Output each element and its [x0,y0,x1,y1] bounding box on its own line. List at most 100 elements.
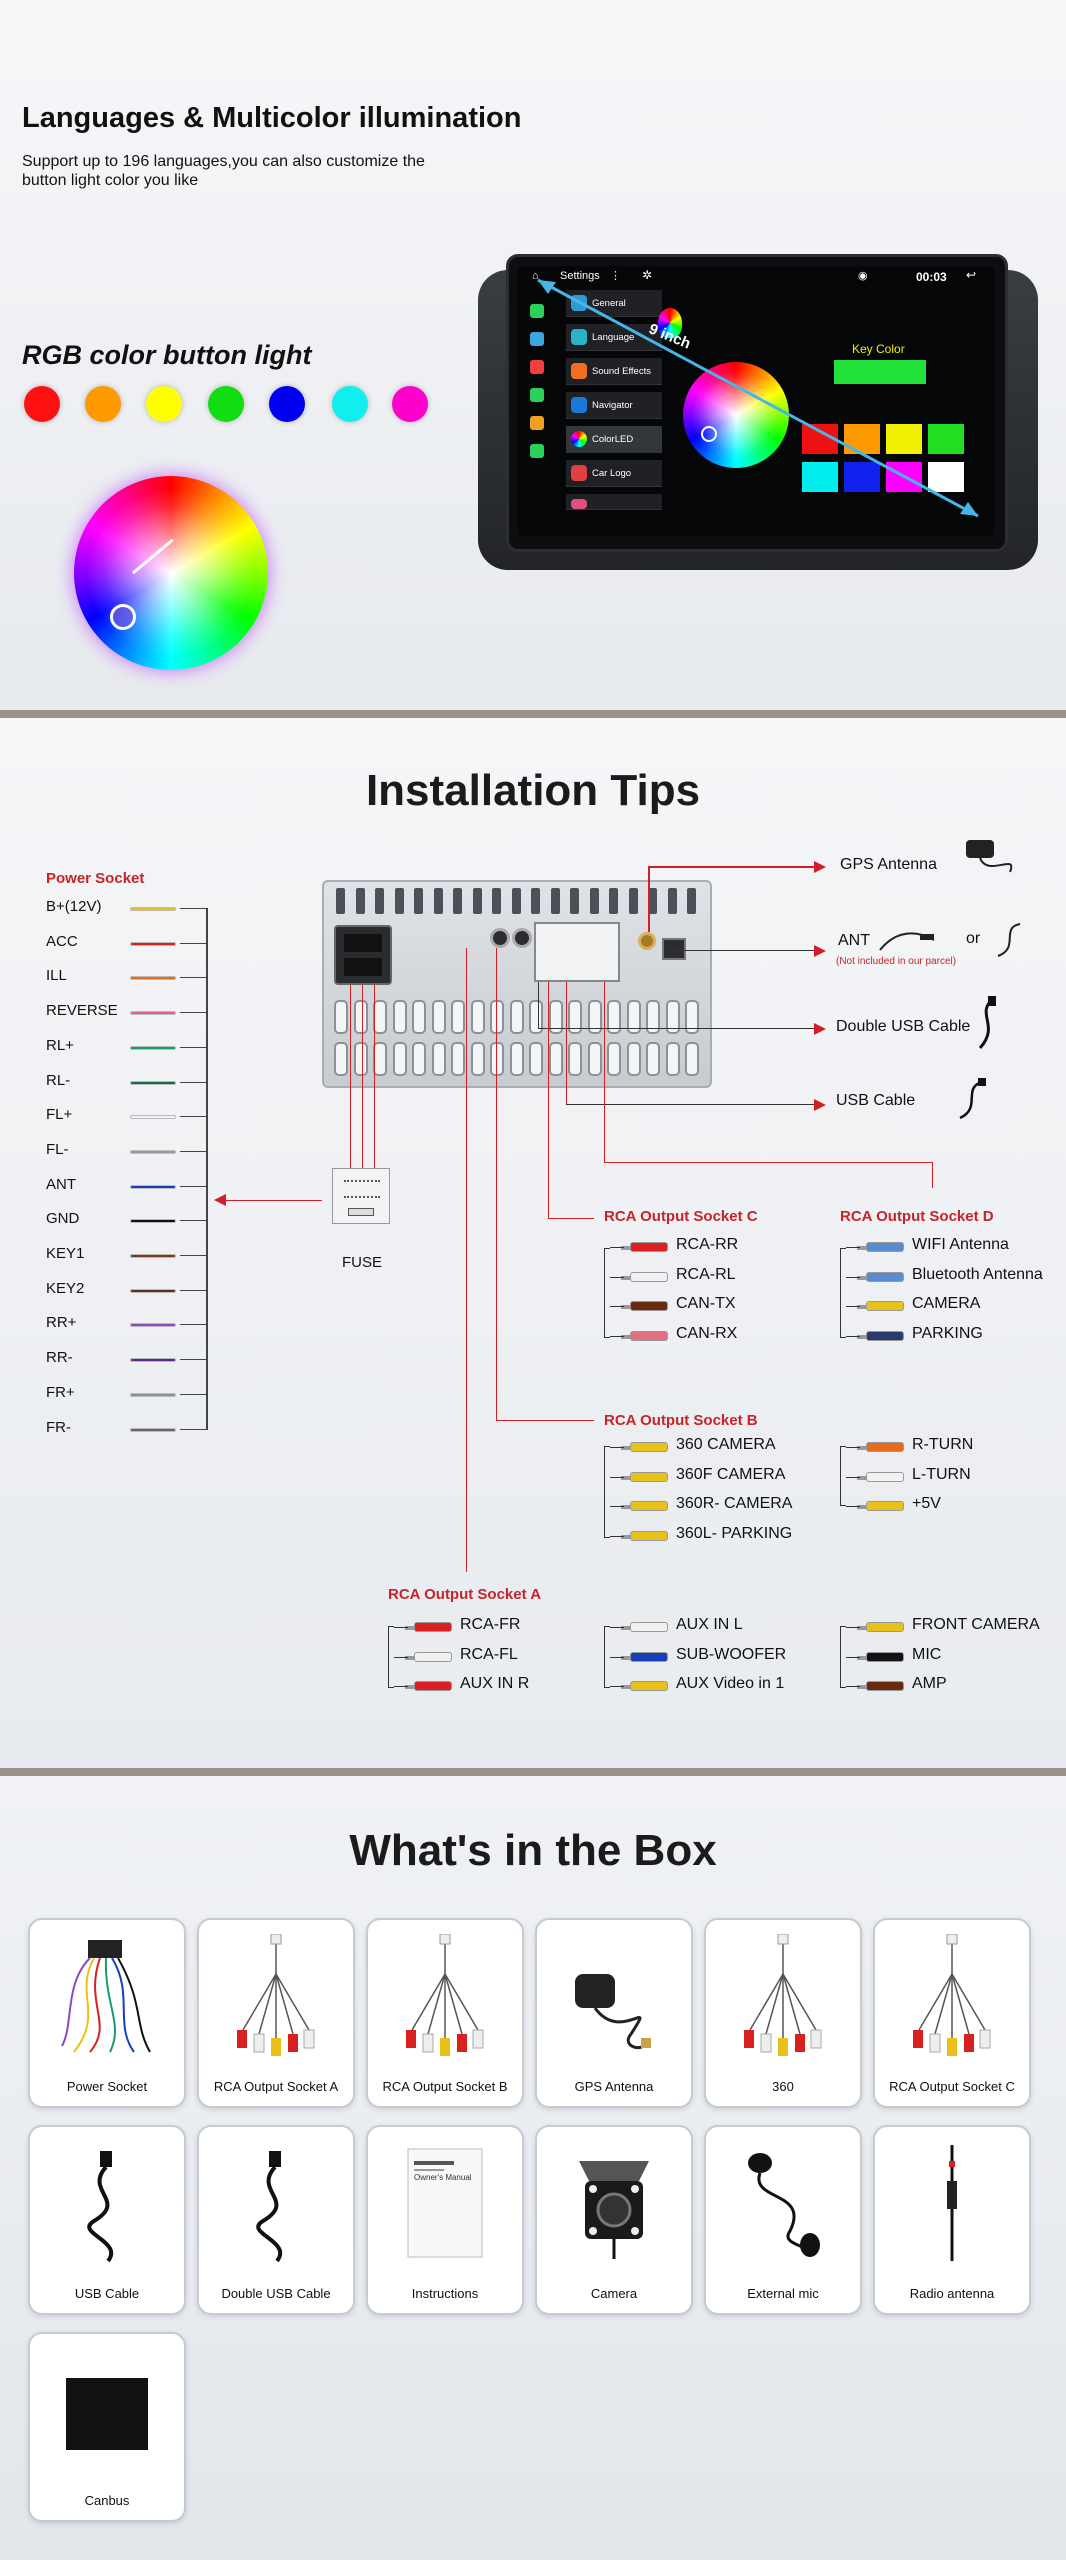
vent-slot [685,1000,699,1034]
box-item-label: Camera [590,2286,638,2301]
more-icon[interactable]: ⋮ [610,270,621,282]
connector-plug [857,1330,904,1341]
connector-plug [857,1301,904,1311]
connector-label: AUX IN L [676,1616,743,1633]
rca-cable-icon [223,1933,329,2058]
swatch-cyan[interactable] [802,462,838,492]
menu-car-logo[interactable]: Car Logo [566,460,662,487]
canbus-box-icon [54,2348,160,2472]
power-wire [130,1392,176,1397]
power-wire [130,1080,176,1085]
connector-label: MIC [912,1645,942,1663]
bracket-tick [180,942,208,944]
vent-slot [626,1000,641,1034]
diagonal-arrow-icon [537,278,979,518]
connector-plug [857,1471,904,1482]
connector-label: RCA-FR [460,1616,521,1633]
connector-label: CAN-RX [676,1324,738,1342]
connector-plug [857,1242,904,1252]
side-icon[interactable] [530,444,544,458]
section-divider [0,1768,1066,1776]
box-item-card: RCA Output Socket C [873,1918,1031,2108]
heat-fin [531,888,540,914]
menu-sound-effects[interactable]: Sound Effects [566,358,662,385]
or-label: or [966,930,981,947]
wire-harness-icon [54,1934,160,2058]
home-icon[interactable]: ⌂ [532,270,539,282]
power-pin-label: ANT [46,1175,76,1193]
connector-label: PARKING [912,1324,983,1342]
bracket-tick [180,1359,208,1361]
connector-plug [857,1622,904,1632]
bracket-tick [180,1185,208,1187]
bracket-tick [180,908,208,909]
box-item-card: USB Cable [28,2125,186,2315]
screen-color-wheel-icon[interactable] [683,362,789,468]
side-icon[interactable] [530,388,544,402]
colorled-icon [571,431,587,447]
swatch-blue[interactable] [844,462,880,492]
gps-antenna-label: GPS Antenna [840,856,937,873]
side-icon[interactable] [530,304,544,318]
gps-port [638,932,656,950]
power-wire [130,1149,176,1154]
socket-c-heading: RCA Output Socket C [604,1208,758,1225]
heat-fin [336,888,345,914]
box-item-card: RCA Output Socket A [197,1918,355,2108]
menu-navigator[interactable]: Navigator [566,392,662,419]
vent-slot [607,1000,621,1034]
connector-label: CAMERA [912,1295,981,1312]
bracket-tick [180,977,208,979]
power-wire [130,976,176,981]
back-icon[interactable]: ↩ [966,268,977,282]
power-socket-heading: Power Socket [46,870,145,887]
side-icon[interactable] [530,416,544,430]
usb-cable-label: USB Cable [836,1092,916,1109]
color-dot-orange [85,386,121,422]
power-wire [130,1254,176,1258]
connector-plug [621,1271,668,1282]
side-icon[interactable] [530,332,544,346]
manual-icon: Owner's Manual [392,2141,498,2265]
heat-fin [394,888,404,914]
power-wire [130,1184,176,1189]
power-pin-label: RL- [46,1071,71,1089]
power-pin-label: GND [46,1210,80,1228]
color-dot-magenta [392,386,428,422]
heat-fin [511,888,521,914]
vent-slot [431,1000,446,1034]
connector-plug [857,1651,904,1662]
menu-colorled[interactable]: ColorLED [566,426,662,453]
fuse-icon [348,1208,374,1216]
head-unit-screen: ⌂ Settings ⋮ ✲ ◉ 00:03 ↩ General Languag… [518,266,994,536]
antenna-icon [899,2141,1005,2265]
heat-fin [609,888,618,914]
ant-label: ANT [838,932,870,949]
vent-slot [587,1000,602,1034]
power-pin-label: RR- [46,1349,73,1367]
bracket-tick [180,1393,208,1395]
vent-slot [470,1000,485,1034]
connector-label: 360F CAMERA [676,1465,786,1483]
connector-plug [405,1681,452,1691]
power-pin-label: FR- [46,1418,71,1436]
swatch-yellow[interactable] [886,424,922,454]
status-title: Settings [560,270,600,282]
heat-fin [687,888,696,914]
brightness-icon[interactable]: ✲ [642,268,653,282]
connector-plug [405,1651,452,1662]
power-wire [130,1045,176,1050]
heat-fin [492,888,501,914]
connector-label: WIFI Antenna [912,1236,1009,1253]
swatch-green[interactable] [928,424,964,454]
section1-title: Languages & Multicolor illumination [22,102,522,134]
swatch-white[interactable] [928,462,964,492]
arrow-left-icon [214,1194,226,1206]
key-color-label: Key Color [852,342,905,356]
power-socket-bracket [206,908,208,1430]
connector-label: RCA-FL [460,1645,518,1663]
box-item-label: RCA Output Socket C [889,2079,1015,2094]
side-icon[interactable] [530,360,544,374]
connector-plug [621,1501,668,1511]
connector-plug [621,1530,668,1541]
